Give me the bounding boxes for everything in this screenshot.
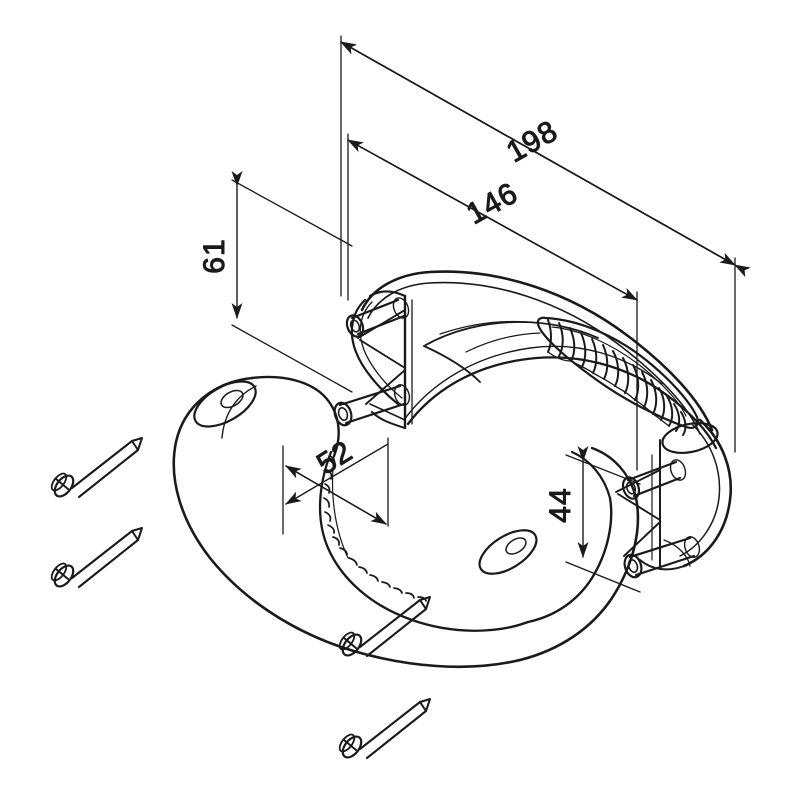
screw-1: [50, 437, 143, 499]
dimension-label-146: 146: [461, 176, 523, 231]
boss-upper-right: [621, 459, 687, 500]
part-lower-handle: [172, 375, 640, 669]
screw-4: [338, 698, 431, 760]
dimension-52: [282, 437, 389, 535]
part-upper-handle: [333, 270, 733, 579]
dimension-label-44: 44: [544, 487, 577, 522]
dimension-146: [347, 133, 638, 471]
dimension-label-198: 198: [501, 114, 563, 169]
screw-3: [338, 596, 431, 658]
dimension-61: [231, 171, 353, 393]
boss-lower-right: [623, 536, 701, 579]
dimension-label-61: 61: [198, 238, 231, 273]
dimension-198: [340, 35, 751, 453]
screw-2: [50, 527, 143, 589]
boss-upper-left: [345, 297, 410, 338]
dimension-label-52: 52: [311, 435, 358, 482]
dimension-44: [565, 446, 641, 593]
